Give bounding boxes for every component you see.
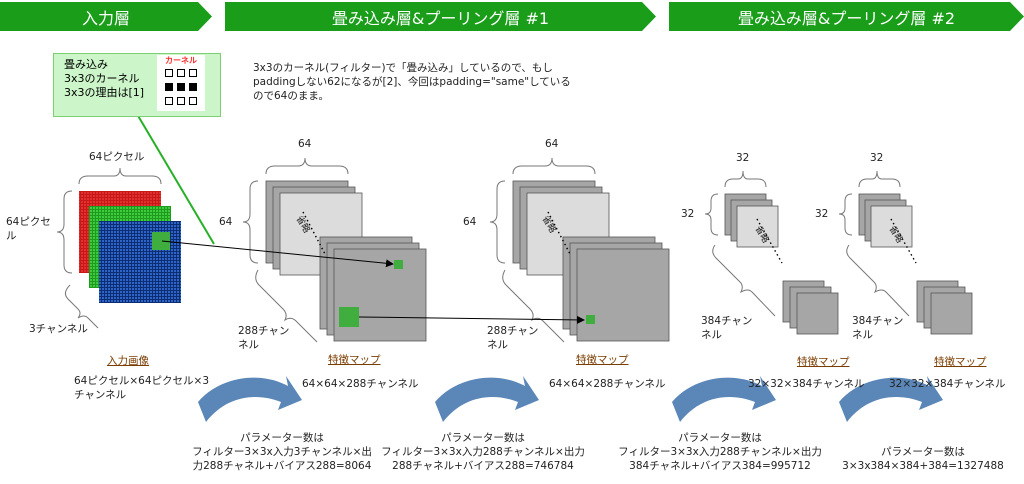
conv2b-channel-label-1: 384チャン (852, 315, 904, 327)
conv1b-caption: 特徴マップ (576, 354, 629, 366)
header-input-layer: 入力層 (0, 2, 212, 31)
kernel-grid-label: カーネル (165, 56, 197, 65)
conv1-channel-bracket (255, 269, 318, 343)
conv1b-channel-label-1: 288チャン (487, 325, 539, 337)
conv1b-channel-label-2: ネル (487, 339, 508, 351)
process-arrow-3 (672, 376, 776, 422)
conv2b-caption: 特徴マップ (934, 356, 987, 368)
conv1b-channel-bracket (502, 269, 565, 343)
kernel-note-line1: 畳み込み (64, 58, 108, 71)
header-conv1: 畳み込み層&プーリング層 #1 (225, 2, 656, 31)
conv2-channel-label-1: 384チャン (701, 315, 753, 327)
conv2b-feature-maps (858, 193, 973, 335)
conv1b-shape: 64×64×288チャンネル (549, 378, 666, 390)
conv2-width-label: 32 (736, 152, 750, 164)
mapping-arrow-input-to-conv1 (161, 240, 394, 268)
conv1-feature-maps (265, 180, 427, 342)
input-width-label: 64ピクセル (89, 151, 145, 163)
conv2b-channel-bracket (846, 244, 910, 317)
conv1-width-bracket (265, 157, 349, 175)
input-channel-label: 3チャンネル (29, 323, 88, 335)
conv2b-width-bracket (858, 170, 901, 188)
kernel-note-line2: 3x3のカーネル (64, 72, 140, 85)
conv2-channel-bracket (712, 244, 776, 317)
conv1-caption: 特徴マップ (328, 354, 381, 366)
input-shape-line2: チャンネル (74, 389, 127, 401)
conv1b-target-pixel (586, 315, 595, 324)
mapping-arrow-conv1-to-conv1b (358, 315, 585, 324)
conv2-caption: 特徴マップ (797, 356, 850, 368)
conv2-height-label: 32 (681, 208, 695, 220)
input-height-label-1: 64ピクセ (6, 216, 51, 228)
conv1b-height-label: 64 (463, 216, 477, 228)
header-conv2: 畳み込み層&プーリング層 #2 (669, 2, 1024, 31)
header-conv2-label: 畳み込み層&プーリング層 #2 (737, 8, 956, 28)
input-caption: 入力画像 (107, 355, 149, 367)
param-4-line2: 3×3x384×384+384=1327488 (842, 460, 1004, 472)
conv2b-shape: 32×32×384チャンネル (889, 378, 1006, 390)
kernel-callout-line (136, 113, 215, 245)
input-channel-bracket (64, 284, 99, 329)
kernel-grid: カーネル (157, 55, 205, 111)
input-height-label-2: ル (6, 230, 17, 242)
param-2-line3: 288チャネル+バイアス288=746784 (392, 460, 574, 472)
param-1-line1: パラメーター数は (240, 432, 324, 444)
conv1-shape: 64×64×288チャンネル (302, 378, 419, 390)
process-arrow-2 (435, 376, 539, 422)
conv1b-feature-maps (512, 180, 670, 342)
conv2-channel-label-2: ネル (701, 329, 722, 341)
header-conv2-bg (669, 2, 1024, 31)
conv1b-height-bracket (489, 180, 506, 264)
conv1b-width-label: 64 (545, 138, 559, 150)
padding-note-line3: ので64のまま。 (253, 90, 329, 102)
conv1-height-label: 64 (219, 216, 233, 228)
param-2-line2: フィルター3×3x入力288チャンネル×出力 (381, 446, 585, 458)
padding-note-line2: paddingしない62になるが[2]、今回はpadding="same"してい… (253, 76, 571, 88)
param-1-line3: 力288チャネル+バイアス288=8064 (192, 460, 372, 472)
param-4-line1: パラメーター数は (881, 446, 965, 458)
conv1-channel-label-1: 288チャン (238, 325, 290, 337)
param-3-line3: 384チャネル+バイアス384=995712 (629, 460, 811, 472)
conv2b-height-bracket (838, 193, 853, 236)
header-input-bg (0, 2, 212, 31)
conv1-target-pixel (394, 260, 403, 269)
input-kernel-patch (152, 232, 170, 250)
param-3-line1: パラメーター数は (678, 432, 762, 444)
input-height-bracket (56, 190, 73, 274)
param-1-line2: フィルター3×3x入力3チャンネル×出 (192, 446, 372, 458)
header-conv1-label: 畳み込み層&プーリング層 #1 (331, 8, 550, 28)
input-shape-line1: 64ピクセル×64ピクセル×3 (74, 375, 209, 387)
conv1-channel-label-2: ネル (238, 339, 259, 351)
conv2b-channel-label-2: ネル (852, 329, 873, 341)
input-image (79, 191, 181, 303)
conv2-shape: 32×32×384チャンネル (748, 378, 865, 390)
input-width-bracket (78, 167, 162, 185)
conv2b-width-label: 32 (870, 152, 884, 164)
conv2-height-bracket (704, 193, 719, 236)
header-input-label: 入力層 (81, 8, 130, 28)
padding-note-line1: 3x3のカーネル(フィルター)で「畳み込み」しているので、もし (253, 62, 553, 74)
conv1-kernel-patch (339, 307, 359, 327)
conv2b-height-label: 32 (815, 208, 829, 220)
conv2-width-bracket (724, 170, 767, 188)
param-3-line2: フィルター3×3x入力288チャンネル×出力 (618, 446, 822, 458)
process-arrow-4 (839, 376, 943, 422)
conv1-height-bracket (242, 180, 259, 264)
conv2-feature-maps (724, 193, 839, 335)
param-2-line1: パラメーター数は (441, 432, 525, 444)
process-arrow-1 (198, 376, 302, 422)
conv1b-width-bracket (512, 157, 596, 175)
header-conv1-bg (225, 2, 656, 31)
kernel-note-line3: 3x3の理由は[1] (64, 86, 145, 99)
conv1-width-label: 64 (298, 138, 312, 150)
